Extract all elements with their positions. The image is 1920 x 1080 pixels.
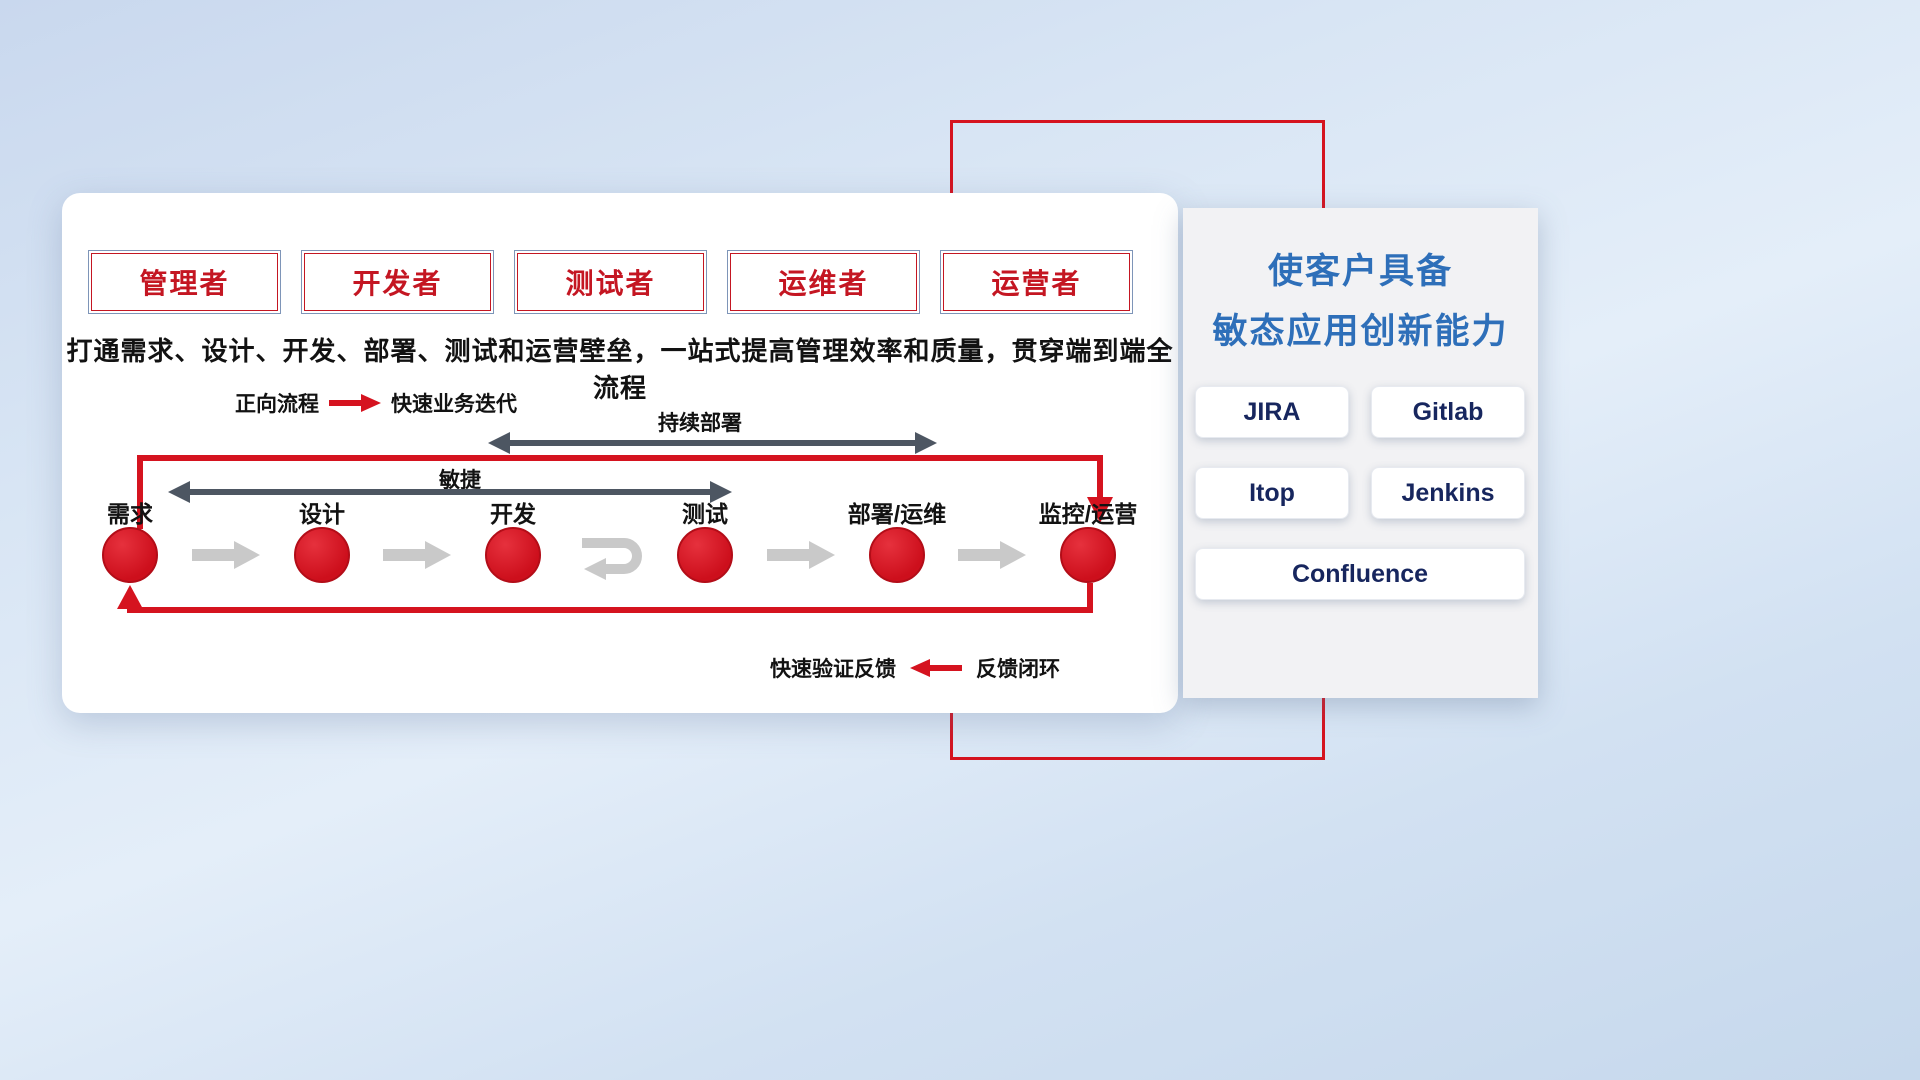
panel-title: 使客户具备 敏态应用创新能力	[1183, 208, 1538, 362]
flow-description: 打通需求、设计、开发、部署、测试和运营壁垒，一站式提高管理效率和质量，贯穿端到端…	[66, 336, 1174, 403]
role-row: 管理者 开发者 测试者 运维者 运营者	[88, 250, 1133, 314]
feedback-arrow-icon	[910, 659, 962, 677]
stage-node-deploy-ops	[869, 527, 925, 583]
forward-arrow-icon	[329, 394, 381, 412]
tool-grid: JIRA Gitlab Itop Jenkins Confluence	[1195, 386, 1525, 600]
continuous-deploy-label: 持续部署	[658, 412, 742, 435]
continuous-deploy-span-arrow	[488, 432, 937, 454]
stage-label-deploy-ops: 部署/运维	[847, 501, 947, 527]
role-box-manager: 管理者	[88, 250, 281, 314]
forward-flow-desc: 快速业务迭代	[391, 393, 517, 416]
forward-flow-label: 正向流程	[235, 393, 319, 416]
stage-node-develop	[485, 527, 541, 583]
role-label: 开发者	[352, 268, 443, 299]
tool-badge-confluence: Confluence	[1195, 548, 1525, 600]
legend-forward: 正向流程 快速业务迭代	[235, 388, 517, 418]
feedback-loop-line	[117, 583, 1093, 613]
forward-loop-line	[137, 455, 1113, 529]
iteration-loop-icon	[582, 538, 642, 580]
feedback-loop-label: 反馈闭环	[976, 658, 1060, 681]
stage-label-test: 测试	[682, 501, 728, 527]
stage-node-requirements	[102, 527, 158, 583]
role-label: 运维者	[778, 268, 869, 299]
flow-arrow-icon	[958, 541, 1026, 569]
role-box-ops: 运维者	[727, 250, 920, 314]
tool-badge-gitlab: Gitlab	[1371, 386, 1525, 438]
role-box-developer: 开发者	[301, 250, 494, 314]
capability-panel: 使客户具备 敏态应用创新能力 JIRA Gitlab Itop Jenkins …	[1183, 208, 1538, 698]
stage-label-design: 设计	[299, 501, 345, 527]
flow-diagram-graphics	[117, 432, 1113, 613]
flow-arrow-icon	[383, 541, 451, 569]
role-label: 运营者	[991, 268, 1082, 299]
stage-node-test	[677, 527, 733, 583]
panel-title-line2: 敏态应用创新能力	[1212, 312, 1509, 352]
stage-node-monitor-ops	[1060, 527, 1116, 583]
stage-label-develop: 开发	[490, 501, 536, 527]
tool-badge-jenkins: Jenkins	[1371, 467, 1525, 519]
agile-span-arrow	[168, 481, 732, 503]
stage-label-monitor-ops: 监控/运营	[1038, 501, 1138, 527]
stage-node-design	[294, 527, 350, 583]
role-box-operator: 运营者	[940, 250, 1133, 314]
agile-label: 敏捷	[439, 469, 481, 492]
tool-badge-jira: JIRA	[1195, 386, 1349, 438]
flow-arrow-icon	[192, 541, 260, 569]
flow-arrow-icon	[767, 541, 835, 569]
role-label: 测试者	[565, 268, 656, 299]
role-box-tester: 测试者	[514, 250, 707, 314]
role-label: 管理者	[139, 268, 230, 299]
feedback-desc: 快速验证反馈	[770, 658, 896, 681]
legend-feedback: 快速验证反馈 反馈闭环	[770, 653, 1060, 683]
panel-title-line1: 使客户具备	[1267, 252, 1453, 291]
stage-label-requirements: 需求	[107, 501, 153, 527]
tool-badge-itop: Itop	[1195, 467, 1349, 519]
devops-flow-card: 管理者 开发者 测试者 运维者 运营者 打通需求、设计、开发、部署、测试和运营壁…	[62, 193, 1178, 713]
